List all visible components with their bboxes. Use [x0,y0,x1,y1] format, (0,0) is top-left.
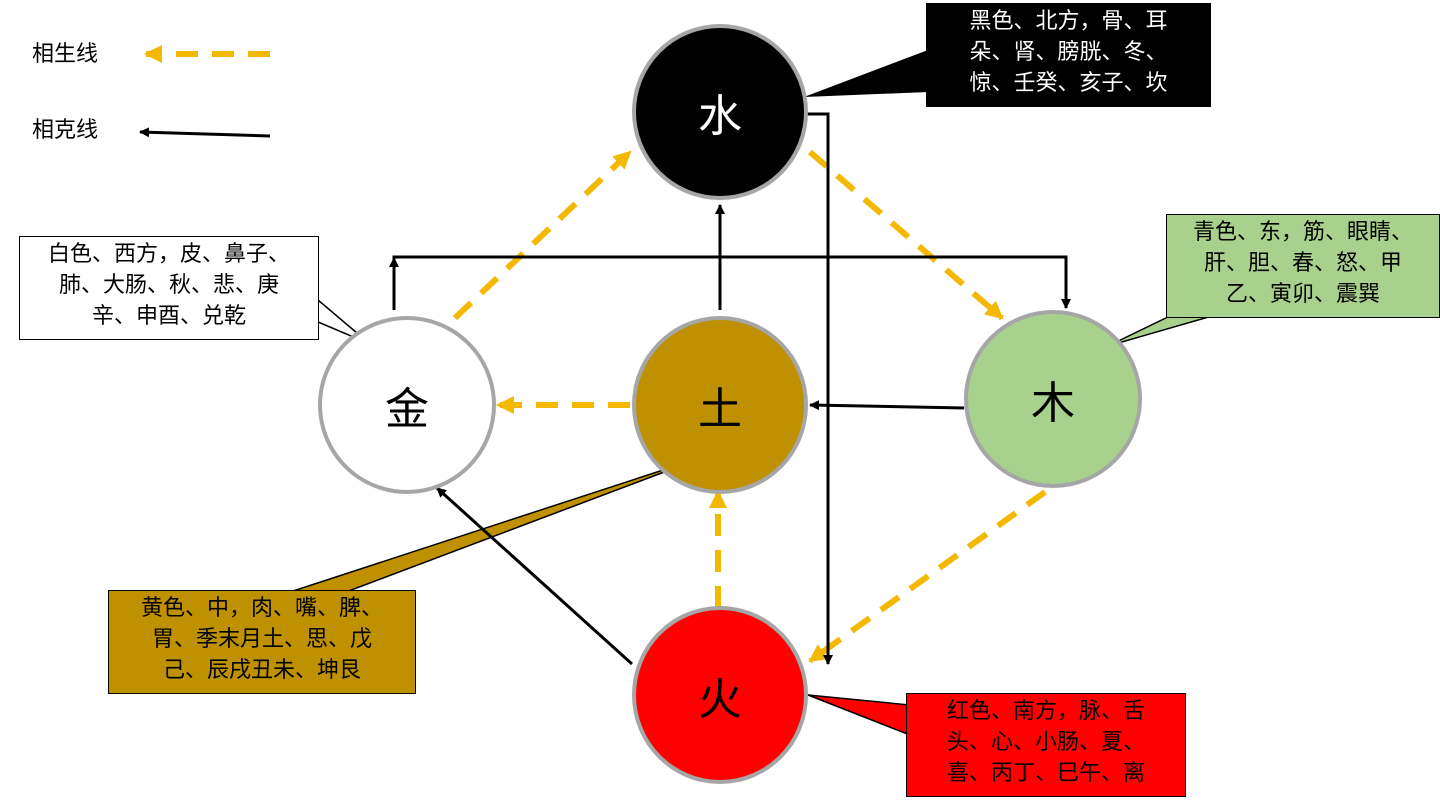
metal-label: 金 [385,384,429,435]
water-callout-pointer [804,50,928,97]
earth-callout-line: 己、辰戌丑未、坤艮 [162,658,361,683]
earth-node: 土 [632,316,808,494]
overcoming-line-metal-wood [392,255,1071,310]
legend-overcoming-label: 相克线 [32,118,99,143]
generating-line-wood-fire [808,489,1047,664]
water-callout-line: 朵、肾、膀胱、冬、 [969,40,1168,65]
earth-callout-line: 胃、季末月土、思、戊 [151,627,372,652]
wood-callout-pointer [1107,315,1213,347]
metal-node: 金 [318,316,496,494]
fire-callout-line: 头、心、小肠、夏、 [946,730,1145,755]
metal-callout: 白色、西方，皮、鼻子、 肺、大肠、秋、悲、庚 辛、申酉、兑乾 [19,236,319,340]
water-callout: 黑色、北方，骨、耳 朵、肾、膀胱、冬、 惊、壬癸、亥子、坎 [926,3,1211,107]
legend-generating-label: 相生线 [32,42,99,67]
metal-callout-line: 辛、申酉、兑乾 [91,304,246,329]
wood-node: 木 [964,310,1142,488]
fire-label: 火 [698,674,742,725]
generating-line-water-wood [808,149,1004,321]
wood-callout-line: 青色、东，筋、眼睛、 [1192,220,1413,245]
wood-callout-line: 肝、胆、春、怒、甲 [1203,251,1402,276]
fire-node: 火 [632,606,808,784]
earth-label: 土 [698,384,742,435]
metal-callout-line: 肺、大肠、秋、悲、庚 [58,273,279,298]
water-label: 水 [698,91,742,142]
overcoming-line-fire-metal [435,486,634,666]
legend-overcoming-line [139,127,271,138]
water-node: 水 [632,24,808,200]
fire-callout-pointer [807,694,911,737]
wood-callout: 青色、东，筋、眼睛、 肝、胆、春、怒、甲 乙、寅卯、震巽 [1166,214,1440,318]
overcoming-line-water-fire [806,112,833,665]
generating-line-metal-water [452,149,633,321]
earth-callout: 黄色、中，肉、嘴、脾、 胃、季末月土、思、戊 己、辰戌丑未、坤艮 [108,590,416,694]
metal-callout-line: 白色、西方，皮、鼻子、 [47,242,290,267]
fire-callout-line: 红色、南方，脉、舌 [946,699,1145,724]
fire-callout-line: 喜、丙丁、巳午、离 [946,761,1145,786]
water-callout-line: 黑色、北方，骨、耳 [969,9,1168,34]
fire-callout: 红色、南方，脉、舌 头、心、小肠、夏、 喜、丙丁、巳午、离 [906,693,1186,797]
overcoming-line-wood-earth [809,400,965,411]
earth-callout-line: 黄色、中，肉、嘴、脾、 [140,596,383,621]
water-callout-line: 惊、壬癸、亥子、坎 [969,71,1168,96]
wood-callout-line: 乙、寅卯、震巽 [1225,282,1380,307]
wood-label: 木 [1031,378,1075,429]
